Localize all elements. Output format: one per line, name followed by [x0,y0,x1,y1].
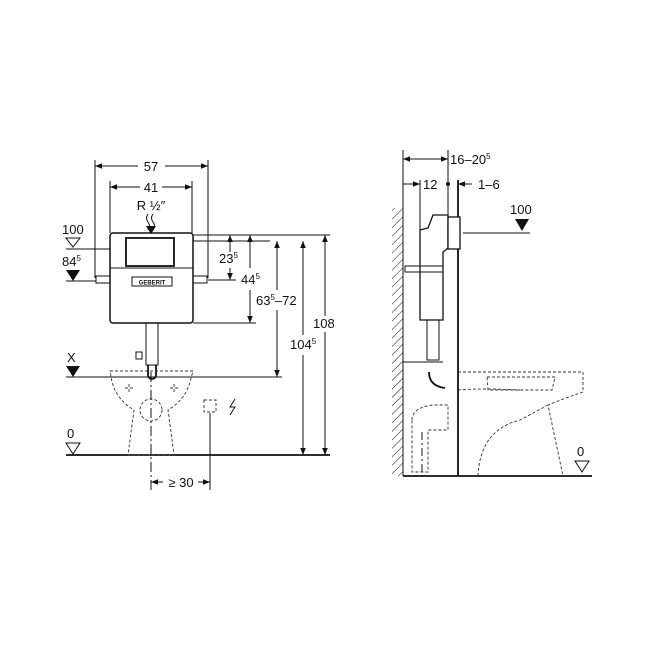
connection-label: R ½″ [137,198,166,213]
level-84-label: 845 [62,254,81,269]
side-level-0-marker [574,460,590,473]
electricity-icon [229,398,236,416]
dimension-1-6: 1–6 [458,177,500,192]
dimension-30: ≥ 30 [151,475,210,490]
brand-label: GEBERIT [139,281,166,287]
power-socket [203,399,217,413]
level-x-marker [66,366,80,377]
bracket-left [95,275,111,284]
dim-57-label: 57 [144,159,158,174]
level-84-marker [66,270,80,281]
dimension-57: 57 [95,159,208,174]
level-100-marker [64,237,82,248]
level-x-label: X [67,350,76,365]
front-view: 57 41 R ½″ GEBERIT 100 845 X [62,159,335,490]
side-level-0-label: 0 [577,444,584,459]
dim-16-20-label: 16–205 [450,152,491,167]
dim-1-6-label: 1–6 [478,177,500,192]
level-0-label: 0 [67,426,74,441]
wall-hatch [392,208,403,476]
side-view: 16–205 12 1–6 100 0 [392,150,592,477]
side-level-100-label: 100 [510,202,532,217]
brand-plate [131,276,173,287]
dim-108-label: 108 [313,316,335,331]
dim-30-label: ≥ 30 [168,475,193,490]
level-100-label: 100 [62,222,84,237]
dimension-41: 41 [110,180,192,195]
toilet-bowl-side [411,371,584,477]
actuator-frame [125,237,175,267]
flush-pipe [145,322,159,366]
side-level-100-marker [515,219,529,231]
cistern: GEBERIT [95,232,208,380]
level-0-marker [65,442,81,455]
dim-41-label: 41 [144,180,158,195]
dim-44-label: 445 [241,272,260,287]
dimension-12: 12 [403,177,450,192]
dim-23-label: 235 [219,251,238,266]
dim-12-label: 12 [423,177,437,192]
dimension-16-20: 16–205 [403,152,491,167]
cistern-side [403,214,461,389]
dim-63-72-label: 635–72 [256,293,297,308]
bracket-right [192,275,208,284]
dim-104-label: 1045 [290,337,317,352]
